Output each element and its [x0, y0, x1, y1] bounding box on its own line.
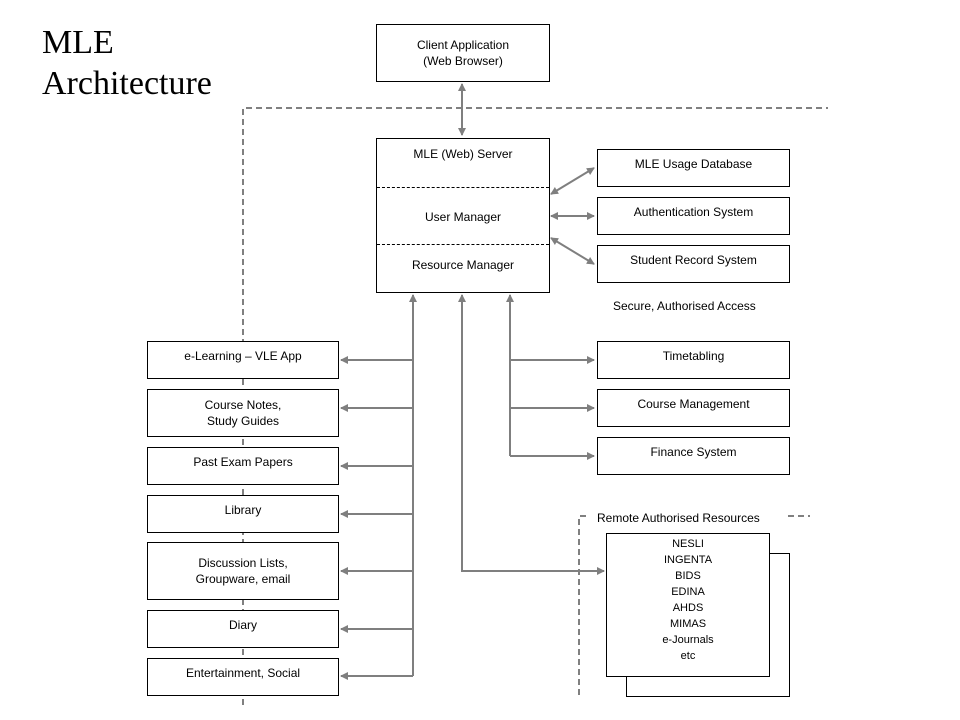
remote-resource-item: MIMAS — [669, 618, 707, 630]
remote-resource-item: e-Journals — [662, 634, 714, 646]
library-box: Library — [147, 495, 339, 533]
student-record-arrow — [550, 237, 595, 265]
server-divider — [377, 244, 549, 245]
remote-zone-left-boundary — [578, 515, 590, 695]
remote-resource-item: NESLI — [672, 538, 704, 550]
course-management-box: Course Management — [597, 389, 790, 427]
entertainment-social-box: Entertainment, Social — [147, 658, 339, 696]
finance-system-box: Finance System — [597, 437, 790, 475]
elearning-vle-box: e-Learning – VLE App — [147, 341, 339, 379]
course-management-label: Course Management — [637, 397, 750, 411]
usage-db-arrow — [550, 167, 595, 195]
past-exam-papers-box: Past Exam Papers — [147, 447, 339, 485]
remote-resource-item: EDINA — [671, 586, 705, 598]
server-section-web: MLE (Web) Server — [413, 147, 513, 161]
diary-box: Diary — [147, 610, 339, 648]
client-app-label: Client Application — [416, 38, 510, 52]
course-notes-sublabel: Study Guides — [206, 414, 280, 428]
remote-resources-front-card: NESLI INGENTA BIDS EDINA AHDS MIMAS e-Jo… — [606, 533, 770, 677]
student-record-box: Student Record System — [597, 245, 790, 283]
discussion-lists-sublabel: Groupware, email — [195, 572, 291, 586]
client-app-sublabel: (Web Browser) — [423, 54, 503, 68]
remote-resource-item: BIDS — [675, 570, 701, 582]
remote-resource-item: etc — [680, 650, 696, 662]
remote-resource-item: AHDS — [672, 602, 704, 614]
discussion-lists-label: Discussion Lists, — [198, 556, 288, 570]
authentication-system-label: Authentication System — [633, 205, 754, 219]
entertainment-social-label: Entertainment, Social — [185, 666, 301, 680]
diagram-title: MLE Architecture — [42, 22, 212, 104]
library-label: Library — [224, 503, 262, 517]
past-exam-papers-label: Past Exam Papers — [193, 455, 293, 469]
finance-system-label: Finance System — [650, 445, 737, 459]
title-line-2: Architecture — [42, 65, 212, 102]
title-line-1: MLE — [42, 24, 114, 61]
timetabling-box: Timetabling — [597, 341, 790, 379]
usage-database-label: MLE Usage Database — [634, 157, 753, 171]
course-notes-box: Course Notes, Study Guides — [147, 389, 339, 437]
authentication-system-box: Authentication System — [597, 197, 790, 235]
remote-resource-item: INGENTA — [663, 554, 713, 566]
remote-resources-stack: NESLI INGENTA BIDS EDINA AHDS MIMAS e-Jo… — [606, 533, 790, 698]
client-application-box: Client Application (Web Browser) — [376, 24, 550, 82]
usage-database-box: MLE Usage Database — [597, 149, 790, 187]
course-notes-label: Course Notes, — [204, 398, 282, 412]
discussion-lists-box: Discussion Lists, Groupware, email — [147, 542, 339, 600]
secure-access-label: Secure, Authorised Access — [613, 299, 756, 313]
server-section-resource-manager: Resource Manager — [411, 258, 515, 272]
elearning-vle-label: e-Learning – VLE App — [184, 349, 302, 363]
student-record-label: Student Record System — [630, 253, 757, 267]
server-section-user-manager: User Manager — [424, 210, 502, 224]
remote-resources-arrow — [458, 294, 605, 575]
mle-server-box: MLE (Web) Server User Manager Resource M… — [376, 138, 550, 293]
server-divider — [377, 187, 549, 188]
timetabling-label: Timetabling — [662, 349, 725, 363]
diary-label: Diary — [228, 618, 257, 632]
remote-resources-label: Remote Authorised Resources — [597, 511, 760, 525]
